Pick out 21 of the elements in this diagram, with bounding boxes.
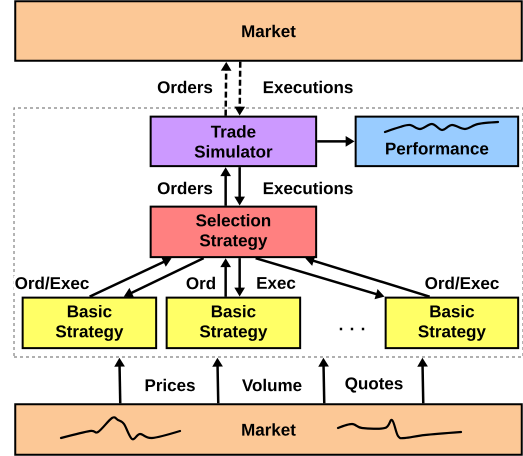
- process-box: Basic Strategy: [22, 296, 158, 350]
- edge-label: Ord: [184, 276, 218, 290]
- market-box: Market: [14, 0, 523, 62]
- edge-label: Ord/Exec: [14, 276, 90, 290]
- market-box: Market: [14, 403, 523, 456]
- edge-label: Ord/Exec: [424, 276, 500, 290]
- process-box: Basic Strategy: [384, 296, 520, 350]
- edge-label: Exec: [255, 276, 297, 290]
- process-box: Trade Simulator: [150, 116, 318, 168]
- process-box: Basic Strategy: [166, 296, 302, 350]
- edge-label: Executions: [262, 80, 354, 94]
- edge-label: Executions: [262, 180, 354, 196]
- process-box: Selection Strategy: [150, 206, 318, 258]
- group-frame: [13, 107, 523, 358]
- signal-label: Prices: [146, 378, 195, 392]
- process-box: Performance: [354, 116, 520, 168]
- edge-label: Orders: [156, 80, 214, 94]
- edge-label: Orders: [156, 180, 214, 196]
- ellipsis-text: . . .: [340, 328, 364, 330]
- signal-label: Quotes: [345, 377, 403, 393]
- signal-label: Volume: [242, 378, 302, 392]
